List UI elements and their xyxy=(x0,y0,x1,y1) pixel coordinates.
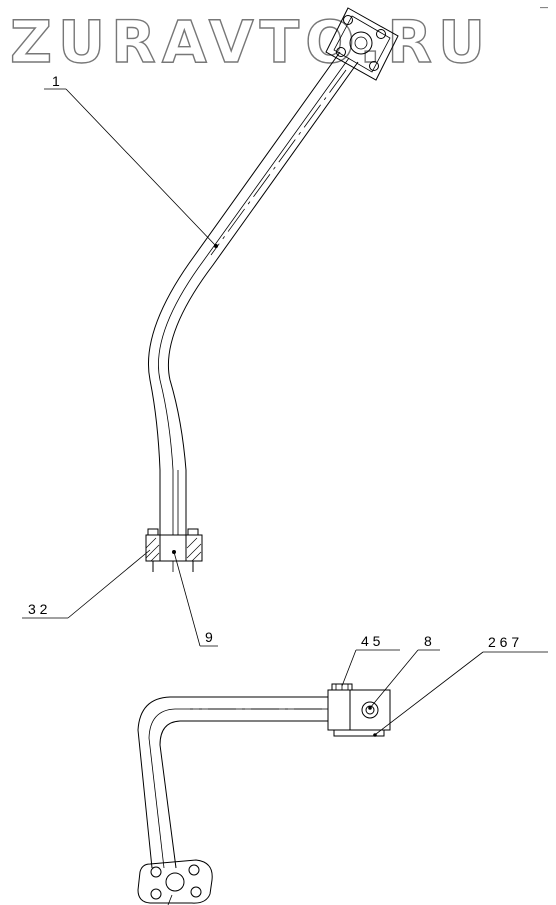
upper-flange xyxy=(325,7,399,81)
corner-mark: — xyxy=(540,3,548,12)
callout-label-1: 1 xyxy=(52,73,60,89)
upper-pipe xyxy=(147,51,359,535)
watermark-text: ZURAVTO.RU xyxy=(10,8,491,76)
callout-4-5: 4 5 xyxy=(341,633,400,687)
callout-label-4-5: 4 5 xyxy=(361,633,381,649)
callout-label-9: 9 xyxy=(205,629,213,645)
callout-label-8: 8 xyxy=(424,633,432,649)
lower-bottom-flange xyxy=(137,859,213,905)
callout-label-2-6-7: 2 6 7 xyxy=(488,634,519,650)
upper-pipe-bottom-flange xyxy=(145,528,203,572)
callout-9: 9 xyxy=(172,550,218,647)
callout-2-6-7: 2 6 7 xyxy=(375,634,548,735)
callout-8: 8 xyxy=(368,633,440,710)
lower-pipe xyxy=(137,696,328,869)
callout-1: 1 xyxy=(44,73,218,248)
callout-3-2: 3 2 xyxy=(22,549,151,619)
callout-label-3-2: 3 2 xyxy=(28,601,48,617)
lower-fitting xyxy=(327,683,391,737)
